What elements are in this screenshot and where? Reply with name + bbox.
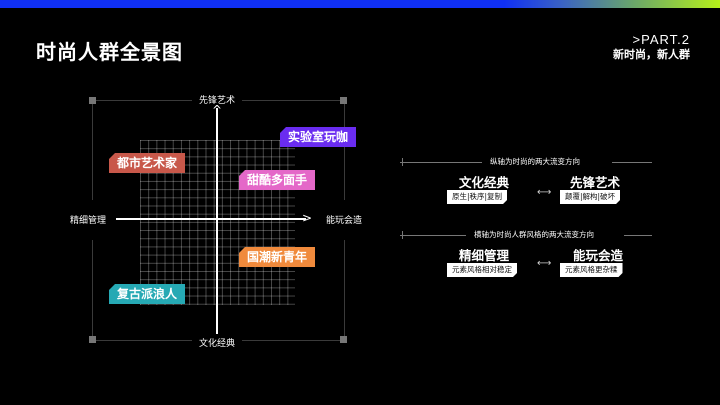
frame-line: [242, 100, 342, 101]
tag-sweet-cool: 甜酷多面手: [239, 170, 316, 190]
tag-urban-artist: 都市艺术家: [109, 153, 186, 173]
legend-vertical-heading: 纵轴为时尚的两大流变方向: [490, 157, 580, 166]
frame-line: [92, 240, 93, 340]
frame-line: [92, 100, 192, 101]
tag-lab-player: 实验室玩咖: [280, 127, 357, 147]
frame-line: [344, 100, 345, 200]
tag-retro-wanderer: 复古派浪人: [109, 284, 186, 304]
part-label-block: >PART.2 新时尚，新人群: [613, 32, 690, 62]
frame-corner: [340, 97, 347, 104]
vertical-axis: [216, 108, 218, 334]
frame-corner: [89, 97, 96, 104]
axis-label-right: 能玩会造: [326, 216, 363, 226]
legend-vertical-right-title: 先锋艺术: [570, 175, 621, 190]
axis-label-top: 先锋艺术: [199, 96, 236, 106]
legend-horizontal-heading: 横轴为时尚人群风格的两大流变方向: [474, 230, 594, 239]
divider-line: [400, 235, 466, 236]
legend-vertical-left-title: 文化经典: [459, 175, 510, 190]
arrow-up-icon: ^: [212, 103, 223, 117]
top-gradient-bar: [0, 0, 720, 8]
frame-line: [92, 340, 192, 341]
part-subtitle: 新时尚，新人群: [613, 48, 690, 62]
tag-guochao-youth: 国潮新青年: [239, 247, 316, 267]
page-title: 时尚人群全景图: [36, 40, 183, 64]
frame-corner: [340, 336, 347, 343]
legend-vertical-left-desc: 原生|秩序|复制: [447, 190, 507, 204]
legend-vertical-header: 纵轴为时尚的两大流变方向: [400, 156, 652, 168]
legend-horizontal-right-desc: 元素风格更杂糅: [560, 263, 623, 277]
axis-label-bottom: 文化经典: [199, 339, 236, 349]
arrow-right-icon: >: [302, 211, 313, 225]
legend-horizontal-left-desc: 元素风格相对稳定: [447, 263, 517, 277]
horizontal-axis: [116, 218, 306, 220]
legend-horizontal-left-title: 精细管理: [459, 248, 510, 263]
divider-line: [400, 162, 482, 163]
frame-line: [92, 100, 93, 200]
frame-corner: [89, 336, 96, 343]
double-arrow-icon: ⟷: [537, 187, 552, 198]
double-arrow-icon: ⟷: [537, 258, 552, 269]
divider-line: [624, 235, 652, 236]
axis-label-left: 精细管理: [70, 216, 107, 226]
legend-vertical-right-desc: 颠覆|解构|破坏: [560, 190, 620, 204]
legend-horizontal-header: 横轴为时尚人群风格的两大流变方向: [400, 229, 652, 241]
divider-line: [612, 162, 652, 163]
frame-line: [344, 240, 345, 340]
legend-horizontal-right-title: 能玩会造: [573, 248, 624, 263]
part-number: >PART.2: [632, 32, 690, 47]
frame-line: [242, 340, 342, 341]
